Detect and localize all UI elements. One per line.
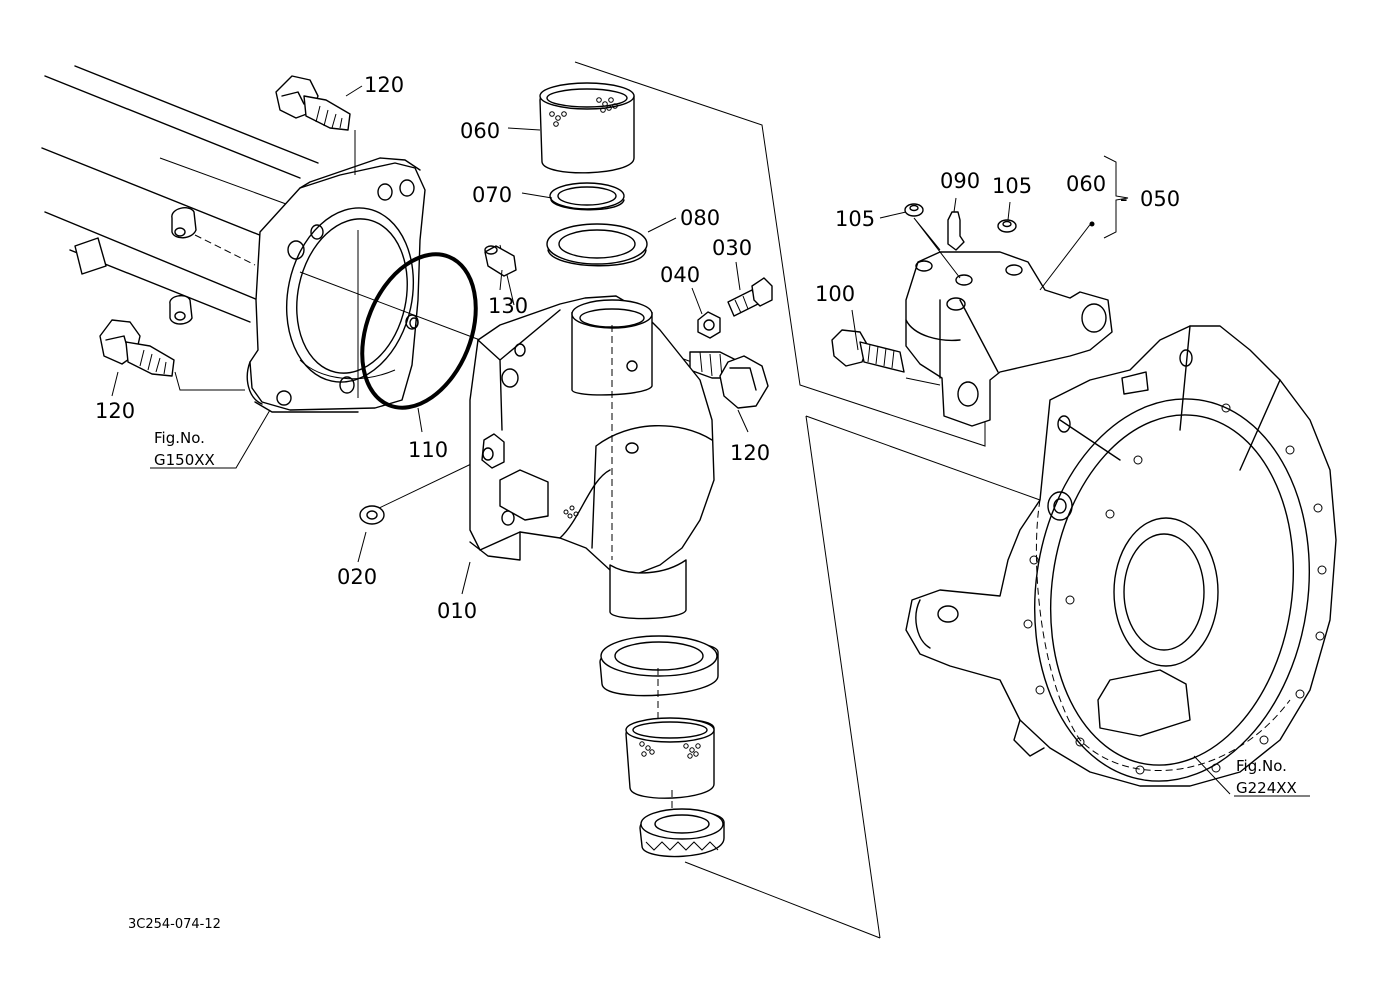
label-050: 050 (1140, 187, 1180, 211)
label-030: 030 (712, 236, 752, 260)
case-bolt-holes (1023, 403, 1327, 775)
lower-seal (599, 635, 719, 697)
plug-105-left (904, 203, 924, 217)
fig-ref-right-number: G224XX (1236, 779, 1297, 797)
label-020: 020 (337, 565, 377, 589)
bush-060 (539, 82, 635, 174)
label-130: 130 (488, 294, 528, 318)
label-080: 080 (680, 206, 720, 230)
fig-ref-right-title: Fig.No. (1236, 757, 1287, 775)
thrust-bearing (639, 808, 725, 858)
axle-housing (41, 65, 426, 413)
label-010: 010 (437, 599, 477, 623)
label-120-right: 120 (730, 441, 770, 465)
bolt-120-left (99, 319, 175, 377)
label-050-dash: - (1120, 187, 1128, 211)
fig-ref-left-title: Fig.No. (154, 429, 205, 447)
label-105-left: 105 (835, 207, 875, 231)
label-060-bush: 060 (460, 119, 500, 143)
bearing-case-050 (905, 251, 1113, 427)
label-090: 090 (940, 169, 980, 193)
pin-130 (484, 245, 517, 277)
label-040: 040 (660, 263, 700, 287)
fig-ref-right: Fig.No. G224XX (1236, 757, 1297, 797)
grease-nipple-090 (947, 211, 965, 251)
seal-080 (546, 223, 648, 267)
plug-105-right (997, 219, 1017, 233)
label-070: 070 (472, 183, 512, 207)
knuckle-oil-hole (563, 505, 579, 519)
fig-ref-left: Fig.No. G150XX (154, 429, 215, 469)
o-ring-110 (360, 252, 478, 410)
label-120-top: 120 (364, 73, 404, 97)
label-060-case: 060 (1066, 172, 1106, 196)
bolt-100 (831, 329, 905, 373)
leader-lines (111, 85, 1310, 797)
steering-knuckle-010 (469, 295, 715, 620)
part-number-labels: 120 060 070 080 030 040 130 120 110 120 … (95, 73, 1180, 623)
grease-fitting-030 (727, 277, 773, 317)
nut-040 (697, 311, 721, 339)
bolt-120-top (275, 75, 351, 131)
label-120-left: 120 (95, 399, 135, 423)
plug-020 (359, 505, 385, 525)
front-axle-case (905, 325, 1337, 787)
drawing-code: 3C254-074-12 (128, 917, 221, 932)
label-110: 110 (408, 438, 448, 462)
washer-070 (549, 182, 625, 211)
fig-ref-left-number: G150XX (154, 451, 215, 469)
bush-oil-holes (549, 97, 618, 127)
label-105-right: 105 (992, 174, 1032, 198)
label-100: 100 (815, 282, 855, 306)
lower-bush (625, 717, 715, 799)
